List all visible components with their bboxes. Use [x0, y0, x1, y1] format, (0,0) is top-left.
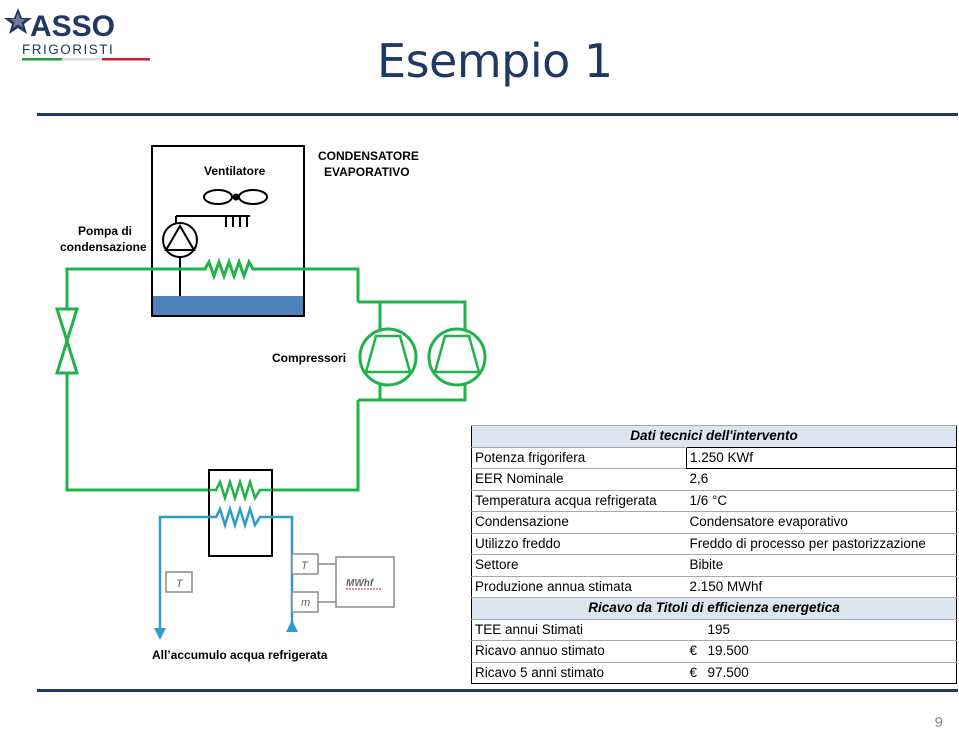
- currency-symbol: €: [689, 664, 698, 680]
- table-header-ricavo-text: Ricavo da Titoli di efficienza energetic…: [471, 597, 957, 619]
- footer-divider: [37, 689, 958, 692]
- row-value: 19.500: [707, 643, 749, 659]
- table-row: Ricavo annuo stimato€19.500: [471, 640, 957, 662]
- row-label: Settore: [471, 554, 687, 576]
- fan-label: Ventilatore: [204, 164, 266, 178]
- expansion-valve-icon: [54, 307, 80, 375]
- refrigeration-schematic: T T m MWhf Ventilatore CONDENSATORE EVAP…: [54, 145, 487, 662]
- row-value-cell: €19.500: [686, 640, 957, 662]
- row-value: 1/6 °C: [686, 489, 957, 512]
- row-label: Produzione annua stimata: [471, 575, 687, 598]
- row-value: 2,6: [686, 468, 957, 490]
- row-label: Condensazione: [471, 511, 687, 533]
- logo-text-frigoristi: FRIGORISTI: [22, 42, 114, 57]
- evaporator-coil-green: [209, 477, 272, 503]
- logo-text-asso: ASSO: [30, 10, 115, 43]
- currency-symbol: €: [689, 643, 698, 659]
- row-value: Freddo di processo per pastorizzazione: [686, 532, 957, 555]
- row-value: Bibite: [686, 554, 957, 576]
- logo-star-icon: [4, 8, 32, 34]
- accumulo-label: All’accumulo acqua refrigerata: [152, 648, 328, 662]
- pump-label-line2: condensazione: [60, 240, 147, 254]
- logo-flag-red: [102, 58, 150, 61]
- row-label: Ricavo 5 anni stimato: [471, 661, 687, 684]
- page-number: 9: [934, 714, 943, 731]
- refrigerant-circuit: [65, 257, 467, 492]
- row-label: TEE annui Stimati: [471, 618, 687, 641]
- row-value: 2.150 MWhf: [686, 575, 957, 598]
- row-value-cell: 195: [686, 618, 957, 641]
- row-label: Potenza frigorifera: [471, 446, 687, 469]
- header-divider: [37, 113, 958, 116]
- logo-flag-green: [22, 58, 62, 61]
- row-value: 195: [707, 621, 731, 637]
- flow-arrow-down-icon: [154, 628, 166, 640]
- row-value: 97.500: [707, 664, 749, 680]
- evaporator-coil-blue: [209, 504, 272, 530]
- table-header-dati-tecnici: Dati tecnici dell'intervento: [471, 425, 957, 447]
- logo-flag-white: [62, 58, 102, 61]
- condenser-water-basin: [153, 296, 303, 315]
- row-label: Utilizzo freddo: [471, 532, 687, 555]
- condenser-label-line1: CONDENSATORE: [318, 149, 419, 163]
- compressors-label: Compressori: [272, 351, 346, 365]
- pump-icon: [162, 222, 198, 296]
- flow-arrow-up-icon: [286, 620, 298, 632]
- meter-label: MWhf: [346, 578, 375, 589]
- table-header-ricavo: Ricavo da Titoli di efficienza energetic…: [471, 597, 957, 619]
- row-value-cell: €97.500: [686, 661, 957, 684]
- energy-meter: [335, 556, 395, 608]
- table-row: Ricavo 5 anni stimato€97.500: [471, 661, 957, 684]
- sensor-m-label: m: [301, 597, 310, 609]
- fan-icon: [203, 189, 268, 205]
- spray-header: [175, 215, 250, 230]
- pump-label-line1: Pompa di: [78, 224, 132, 238]
- table-header-dati-tecnici-text: Dati tecnici dell'intervento: [471, 425, 957, 447]
- row-label: EER Nominale: [471, 468, 687, 490]
- row-label: Ricavo annuo stimato: [471, 640, 687, 662]
- row-value: 1.250 KWf: [686, 446, 957, 469]
- condenser-label-line2: EVAPORATIVO: [324, 165, 410, 179]
- row-label: Temperatura acqua refrigerata: [471, 489, 687, 512]
- asso-frigoristi-logo: ASSO FRIGORISTI: [4, 8, 150, 61]
- sensor-t2-label: T: [301, 560, 309, 572]
- table-row: TEE annui Stimati 195: [471, 618, 957, 641]
- sensor-t1-label: T: [176, 578, 184, 590]
- compressor-icon-2: [427, 327, 487, 387]
- compressor-icon-1: [358, 327, 418, 387]
- page-title: Esempio 1: [377, 34, 613, 88]
- temperature-sensor-1: [165, 571, 193, 593]
- row-value: Condensatore evaporativo: [686, 511, 957, 533]
